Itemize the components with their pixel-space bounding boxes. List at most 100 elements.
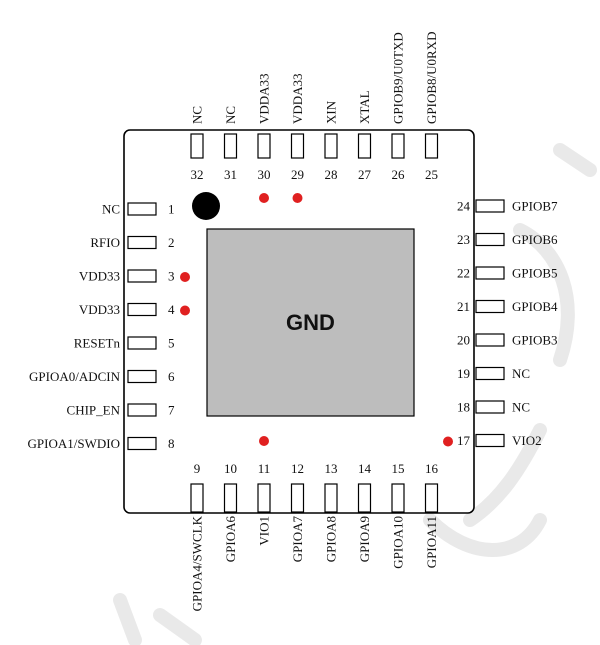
pin-7-number: 7 xyxy=(168,403,175,418)
pin-10-number: 10 xyxy=(224,461,237,476)
pin-11-name: VIO1 xyxy=(257,516,272,546)
pin-21-name: GPIOB4 xyxy=(512,299,558,314)
pin-4-pad xyxy=(127,302,157,317)
pin-3-marker xyxy=(180,272,190,282)
pin-24-name: GPIOB7 xyxy=(512,199,558,214)
pin-24-pad xyxy=(475,199,505,213)
ground-pad xyxy=(206,228,415,417)
pin-18-number: 18 xyxy=(457,400,470,415)
pin-6-pad xyxy=(127,369,157,384)
pin-7-name: CHIP_EN xyxy=(67,403,121,418)
pin-7-pad xyxy=(127,403,157,417)
pin-17-marker xyxy=(443,436,453,447)
pin-6-name: GPIOA0/ADCIN xyxy=(29,369,121,384)
pin-17-number: 17 xyxy=(457,433,471,448)
pin-29-name: VDDA33 xyxy=(290,73,305,124)
pin-15-name: GPIOA10 xyxy=(391,516,406,569)
pin-22-number: 22 xyxy=(457,266,470,281)
pin-9-number: 9 xyxy=(194,461,201,476)
pin-20-pad xyxy=(475,333,505,347)
pin-30-name: VDDA33 xyxy=(257,73,272,124)
pin-28-number: 28 xyxy=(325,167,338,182)
pin-20-number: 20 xyxy=(457,333,470,348)
pin-22-pad xyxy=(475,266,505,280)
pin-10-name: GPIOA6 xyxy=(223,516,238,563)
pin-30-number: 30 xyxy=(258,167,271,182)
pin-2-name: RFIO xyxy=(90,235,120,250)
pin-12-name: GPIOA7 xyxy=(290,516,305,563)
pin-17-pad xyxy=(475,433,505,448)
pin-24-number: 24 xyxy=(457,199,471,214)
pin1-indicator-dot xyxy=(192,192,220,220)
pin-8-name: GPIOA1/SWDIO xyxy=(28,436,120,451)
pin-19-pad xyxy=(475,366,505,381)
pin-9-name: GPIOA4/SWCLK xyxy=(190,515,205,611)
pin-12-number: 12 xyxy=(291,461,304,476)
pin-11-pad xyxy=(257,483,271,513)
pin-19-name: NC xyxy=(512,366,530,381)
pin-4-marker xyxy=(180,305,190,316)
pin-4-number: 4 xyxy=(168,302,175,317)
pin-22-name: GPIOB5 xyxy=(512,266,558,281)
pin-18-pad xyxy=(475,400,505,414)
pin-27-pad xyxy=(357,133,372,159)
pin-6-number: 6 xyxy=(168,369,175,384)
pin-26-number: 26 xyxy=(392,167,406,182)
pin-25-pad xyxy=(424,133,439,159)
pin-28-pad xyxy=(324,133,338,159)
pin-13-pad xyxy=(324,483,338,513)
pin-8-pad xyxy=(127,436,157,451)
pin-14-number: 14 xyxy=(358,461,372,476)
pin-16-pad xyxy=(424,483,439,513)
pin-26-name: GPIOB9/U0TXD xyxy=(391,32,406,124)
pin-29-marker xyxy=(292,193,303,203)
pin-25-name: GPIOB8/U0RXD xyxy=(424,32,439,124)
pin-11-number: 11 xyxy=(258,461,271,476)
pin-5-name: RESETn xyxy=(74,336,121,351)
pin-3-pad xyxy=(127,269,157,283)
pin-30-marker xyxy=(259,193,269,203)
pin-16-name: GPIOA11 xyxy=(424,516,439,568)
pin-3-number: 3 xyxy=(168,269,175,284)
pin-4-name: VDD33 xyxy=(79,302,120,317)
pin-23-name: GPIOB6 xyxy=(512,232,558,247)
pin-11-marker xyxy=(259,436,269,446)
pin-28-name: XIN xyxy=(324,100,339,124)
pin-10-pad xyxy=(223,483,238,513)
pin-5-number: 5 xyxy=(168,336,175,351)
pin-16-number: 16 xyxy=(425,461,439,476)
pin-31-name: NC xyxy=(223,106,238,124)
pin-26-pad xyxy=(391,133,405,159)
pin-23-pad xyxy=(475,232,505,247)
pin-27-name: XTAL xyxy=(357,90,372,124)
pin-2-pad xyxy=(127,235,157,250)
pin-12-pad xyxy=(290,483,305,513)
pin-5-pad xyxy=(127,336,157,350)
pin-9-pad xyxy=(190,483,204,513)
pin-30-pad xyxy=(257,133,271,159)
pin-8-number: 8 xyxy=(168,436,175,451)
pin-15-number: 15 xyxy=(392,461,405,476)
pin-13-name: GPIOA8 xyxy=(324,516,339,562)
pin-32-pad xyxy=(190,133,204,159)
pin-31-pad xyxy=(223,133,238,159)
pin-32-name: NC xyxy=(190,106,205,124)
pin-2-number: 2 xyxy=(168,235,175,250)
pin-19-number: 19 xyxy=(457,366,470,381)
pin-1-number: 1 xyxy=(168,202,175,217)
pin-23-number: 23 xyxy=(457,232,470,247)
pin-17-name: VIO2 xyxy=(512,433,542,448)
pin-27-number: 27 xyxy=(358,167,372,182)
pin-13-number: 13 xyxy=(325,461,338,476)
pin-18-name: NC xyxy=(512,400,530,415)
watermark xyxy=(113,143,597,645)
pin-29-number: 29 xyxy=(291,167,304,182)
pin-31-number: 31 xyxy=(224,167,237,182)
ground-pad-label: GND xyxy=(286,310,335,335)
pin-1-name: NC xyxy=(102,202,120,217)
pin-15-pad xyxy=(391,483,405,513)
pin-25-number: 25 xyxy=(425,167,438,182)
pin-3-name: VDD33 xyxy=(79,269,120,284)
